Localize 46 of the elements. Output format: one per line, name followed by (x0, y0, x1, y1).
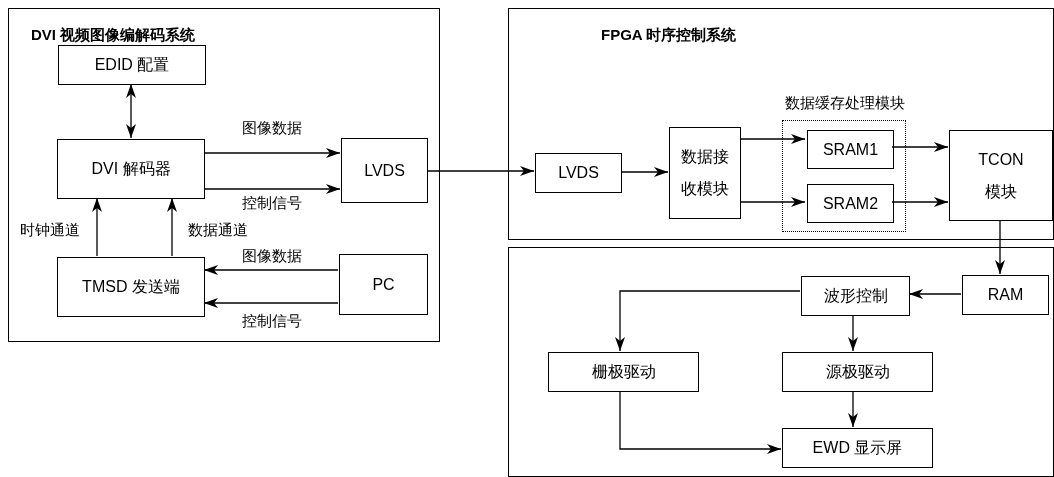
arrow (848, 390, 858, 428)
process-box: LVDS (341, 138, 428, 203)
arrow (620, 167, 669, 177)
edge-label: 时钟通道 (19, 221, 81, 239)
arrow (426, 166, 535, 176)
process-box: SRAM1 (807, 130, 894, 169)
process-box: RAM (962, 275, 1049, 315)
arrow (619, 390, 782, 454)
edge-label: 数据通道 (187, 221, 249, 239)
process-box: EWD 显示屏 (782, 428, 933, 468)
process-box: TMSD 发送端 (57, 257, 205, 317)
system-panel (508, 8, 1054, 240)
panel-title: FPGA 时序控制系统 (601, 25, 737, 45)
arrow (203, 298, 339, 308)
arrow (848, 314, 858, 352)
process-box: PC (339, 254, 428, 315)
process-box: SRAM2 (807, 184, 894, 223)
process-box: 栅极驱动 (548, 352, 699, 392)
arrow (203, 265, 339, 275)
panel-title: DVI 视频图像编解码系统 (31, 25, 196, 45)
edge-label: 控制信号 (241, 194, 303, 212)
arrow (92, 197, 102, 257)
system-panel (508, 247, 1054, 477)
edge-label: 图像数据 (241, 119, 303, 137)
process-box: LVDS (535, 153, 622, 193)
arrow (126, 83, 136, 139)
edge-label: 图像数据 (241, 247, 303, 265)
arrow (203, 148, 341, 158)
group-title: 数据缓存处理模块 (784, 93, 906, 113)
process-box: DVI 解码器 (57, 139, 205, 199)
arrow (891, 142, 949, 152)
arrow (739, 134, 806, 144)
process-box: TCON 模块 (949, 130, 1053, 221)
arrow (167, 197, 177, 257)
process-box: 波形控制 (801, 276, 910, 316)
arrow (995, 219, 1005, 275)
edge-label: 控制信号 (241, 312, 303, 330)
arrow (908, 289, 962, 299)
arrow (739, 197, 806, 207)
arrow (615, 290, 801, 352)
arrow (891, 197, 949, 207)
arrow (203, 184, 341, 194)
process-box: EDID 配置 (58, 45, 206, 85)
process-box: 数据接收模块 (669, 127, 741, 219)
process-box: 源极驱动 (782, 352, 933, 392)
system-panel (8, 8, 440, 342)
